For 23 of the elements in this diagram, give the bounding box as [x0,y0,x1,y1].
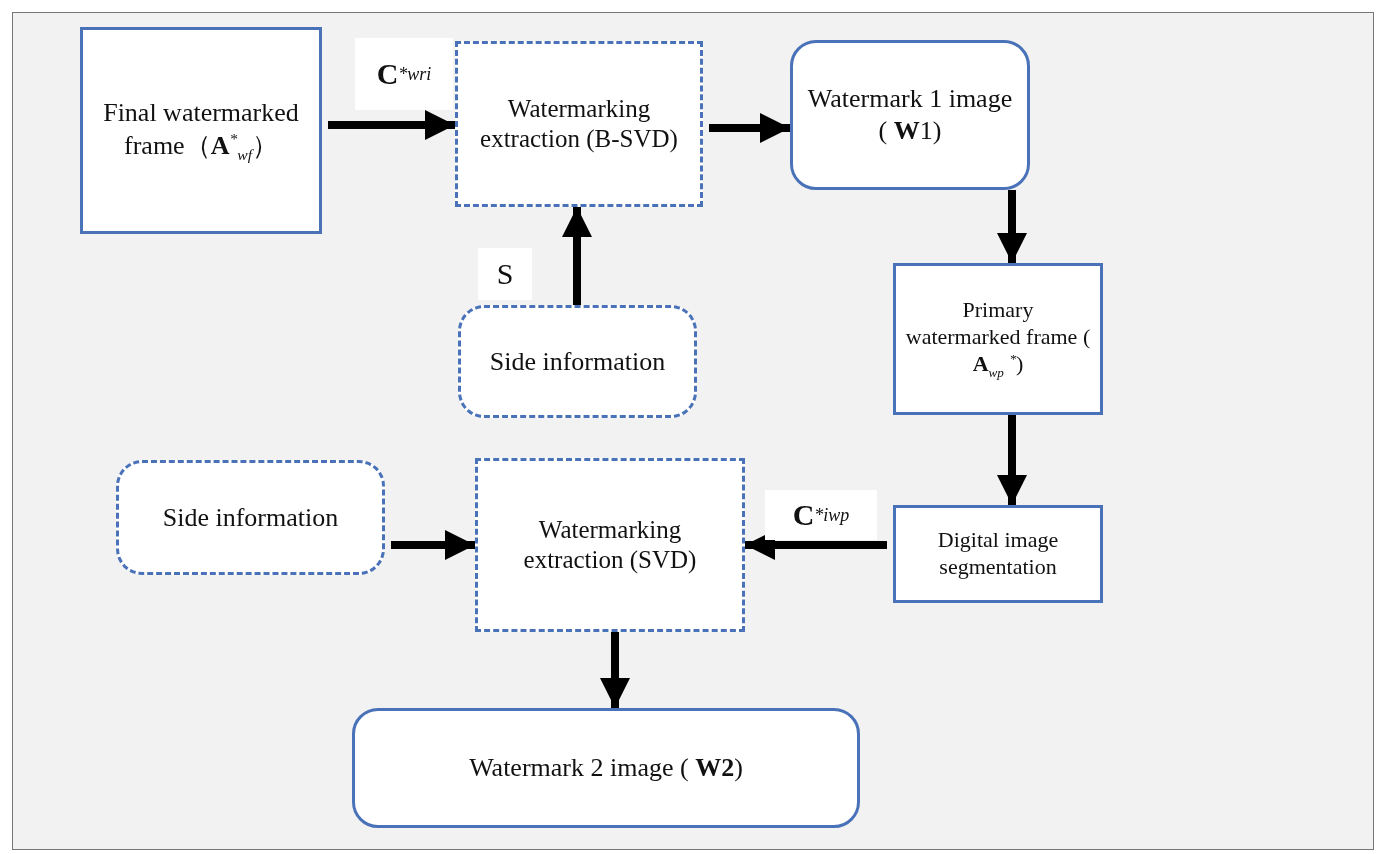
arrow [562,207,592,305]
process-box [893,263,1103,415]
node-text: Final watermarked frame（A$^{*}$$_{wf}$） [102,97,300,165]
node-text: Side information [488,345,667,378]
dashed-process-box [458,305,697,418]
edge-label: S [478,248,532,300]
dashed-process-box [475,458,745,632]
node-text: Digital image segmentation [936,526,1060,581]
dashed-process-box [455,41,703,207]
node-text: Watermarking extraction (SVD) [522,514,698,575]
rounded-box [352,708,860,828]
rounded-box [790,40,1030,190]
arrow [600,632,630,708]
node-text: Primary watermarked frame ( A$_{wp}$ $^{*}$) [904,296,1092,382]
process-box [893,505,1103,603]
node-text: Side information [161,501,340,534]
node-text: Watermark 1 image ( W1) [806,83,1014,147]
dashed-process-box [116,460,385,575]
arrow [997,190,1027,263]
process-box [80,27,322,234]
arrow [997,415,1027,505]
node-text: Watermarking extraction (B-SVD) [479,93,679,155]
node-text: Watermark 2 image ( W2) [468,752,744,785]
